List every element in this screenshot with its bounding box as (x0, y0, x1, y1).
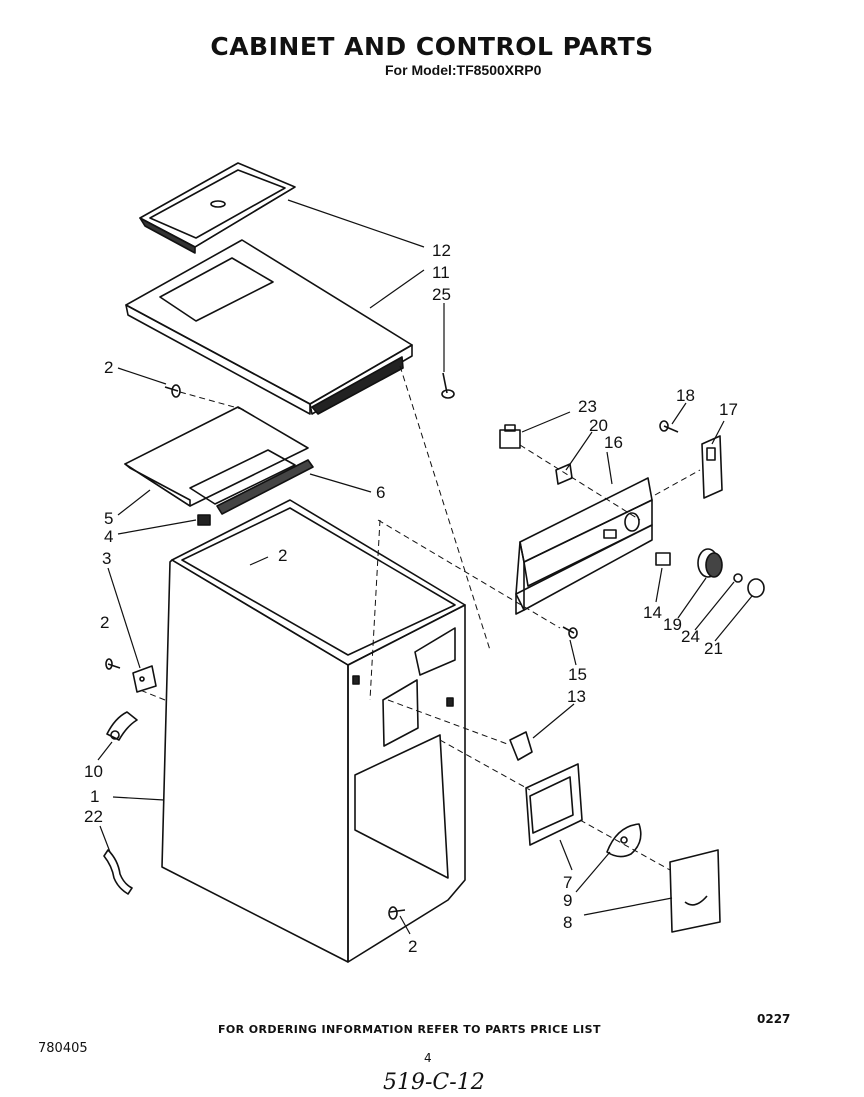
part-17-bracket (701, 435, 723, 499)
part-21-cap (747, 578, 765, 598)
callout-14: 14 (643, 603, 662, 622)
callout-2-bottom: 2 (408, 937, 417, 956)
part-7-housing (525, 763, 583, 846)
part-14-knob-clip (655, 552, 671, 566)
callout-17: 17 (719, 400, 738, 419)
callout-24: 24 (681, 627, 700, 646)
part-9-dial (606, 823, 642, 858)
part-2-screw-left (105, 658, 121, 670)
callout-9: 9 (563, 891, 572, 910)
callout-15: 15 (568, 665, 587, 684)
leader-lines (97, 199, 753, 935)
callout-6: 6 (376, 483, 385, 502)
callout-12: 12 (432, 241, 451, 260)
part-5-console-panel (124, 406, 309, 507)
callout-19: 19 (663, 615, 682, 634)
part-25-screw (441, 372, 455, 399)
callout-13: 13 (567, 687, 586, 706)
part-18-screw (659, 420, 679, 433)
part-24-washer (733, 573, 743, 583)
callout-3: 3 (102, 549, 111, 568)
callout-22: 22 (84, 807, 103, 826)
part-2-screw-top (164, 384, 181, 398)
part-3-bracket (132, 665, 157, 693)
part-20-clip (555, 463, 573, 485)
callout-10: 10 (84, 762, 103, 781)
callout-5: 5 (104, 509, 113, 528)
callout-21: 21 (704, 639, 723, 658)
part-10-clamp (106, 711, 138, 741)
part-15-screw (562, 626, 578, 639)
part-11-cabinet-top (125, 239, 413, 415)
callout-16: 16 (604, 433, 623, 452)
diagram-title: CABINET AND CONTROL PARTS (210, 32, 654, 61)
part-2-screw-bottom (388, 906, 406, 920)
callout-2-top: 2 (104, 358, 113, 377)
part-6-terminal-strip (216, 459, 314, 515)
part-4-clip (197, 514, 211, 526)
part-16-control-console (515, 477, 653, 615)
callout-1: 1 (90, 787, 99, 806)
part-12-panel-cover (139, 162, 296, 254)
callout-8: 8 (563, 913, 572, 932)
callout-4: 4 (104, 527, 113, 546)
diagram-code: 0227 (757, 1012, 791, 1026)
callout-23: 23 (578, 397, 597, 416)
part-22-cord-clip (103, 849, 133, 895)
part-1-cabinet (161, 499, 466, 963)
part-19-knob (697, 548, 723, 578)
model-subtitle: For Model:TF8500XRP0 (385, 62, 542, 78)
page-number: 4 (424, 1051, 432, 1065)
handwritten-note: 519-C-12 (383, 1070, 485, 1095)
callout-18: 18 (676, 386, 695, 405)
callout-11: 11 (432, 263, 450, 282)
document-code: 780405 (38, 1041, 88, 1056)
part-8-cover-panel (669, 849, 721, 933)
ordering-note: FOR ORDERING INFORMATION REFER TO PARTS … (218, 1023, 601, 1036)
part-23-switch (499, 424, 521, 449)
callout-2-left: 2 (100, 613, 109, 632)
part-13-switch-bracket (509, 731, 533, 761)
callout-20: 20 (589, 416, 608, 435)
alignment-lines (139, 365, 701, 871)
callout-labels: 12 11 25 2 5 4 3 6 23 20 16 18 17 14 19 … (84, 241, 738, 956)
callout-2-inside: 2 (278, 546, 287, 565)
callout-7: 7 (563, 873, 572, 892)
callout-25: 25 (432, 285, 451, 304)
